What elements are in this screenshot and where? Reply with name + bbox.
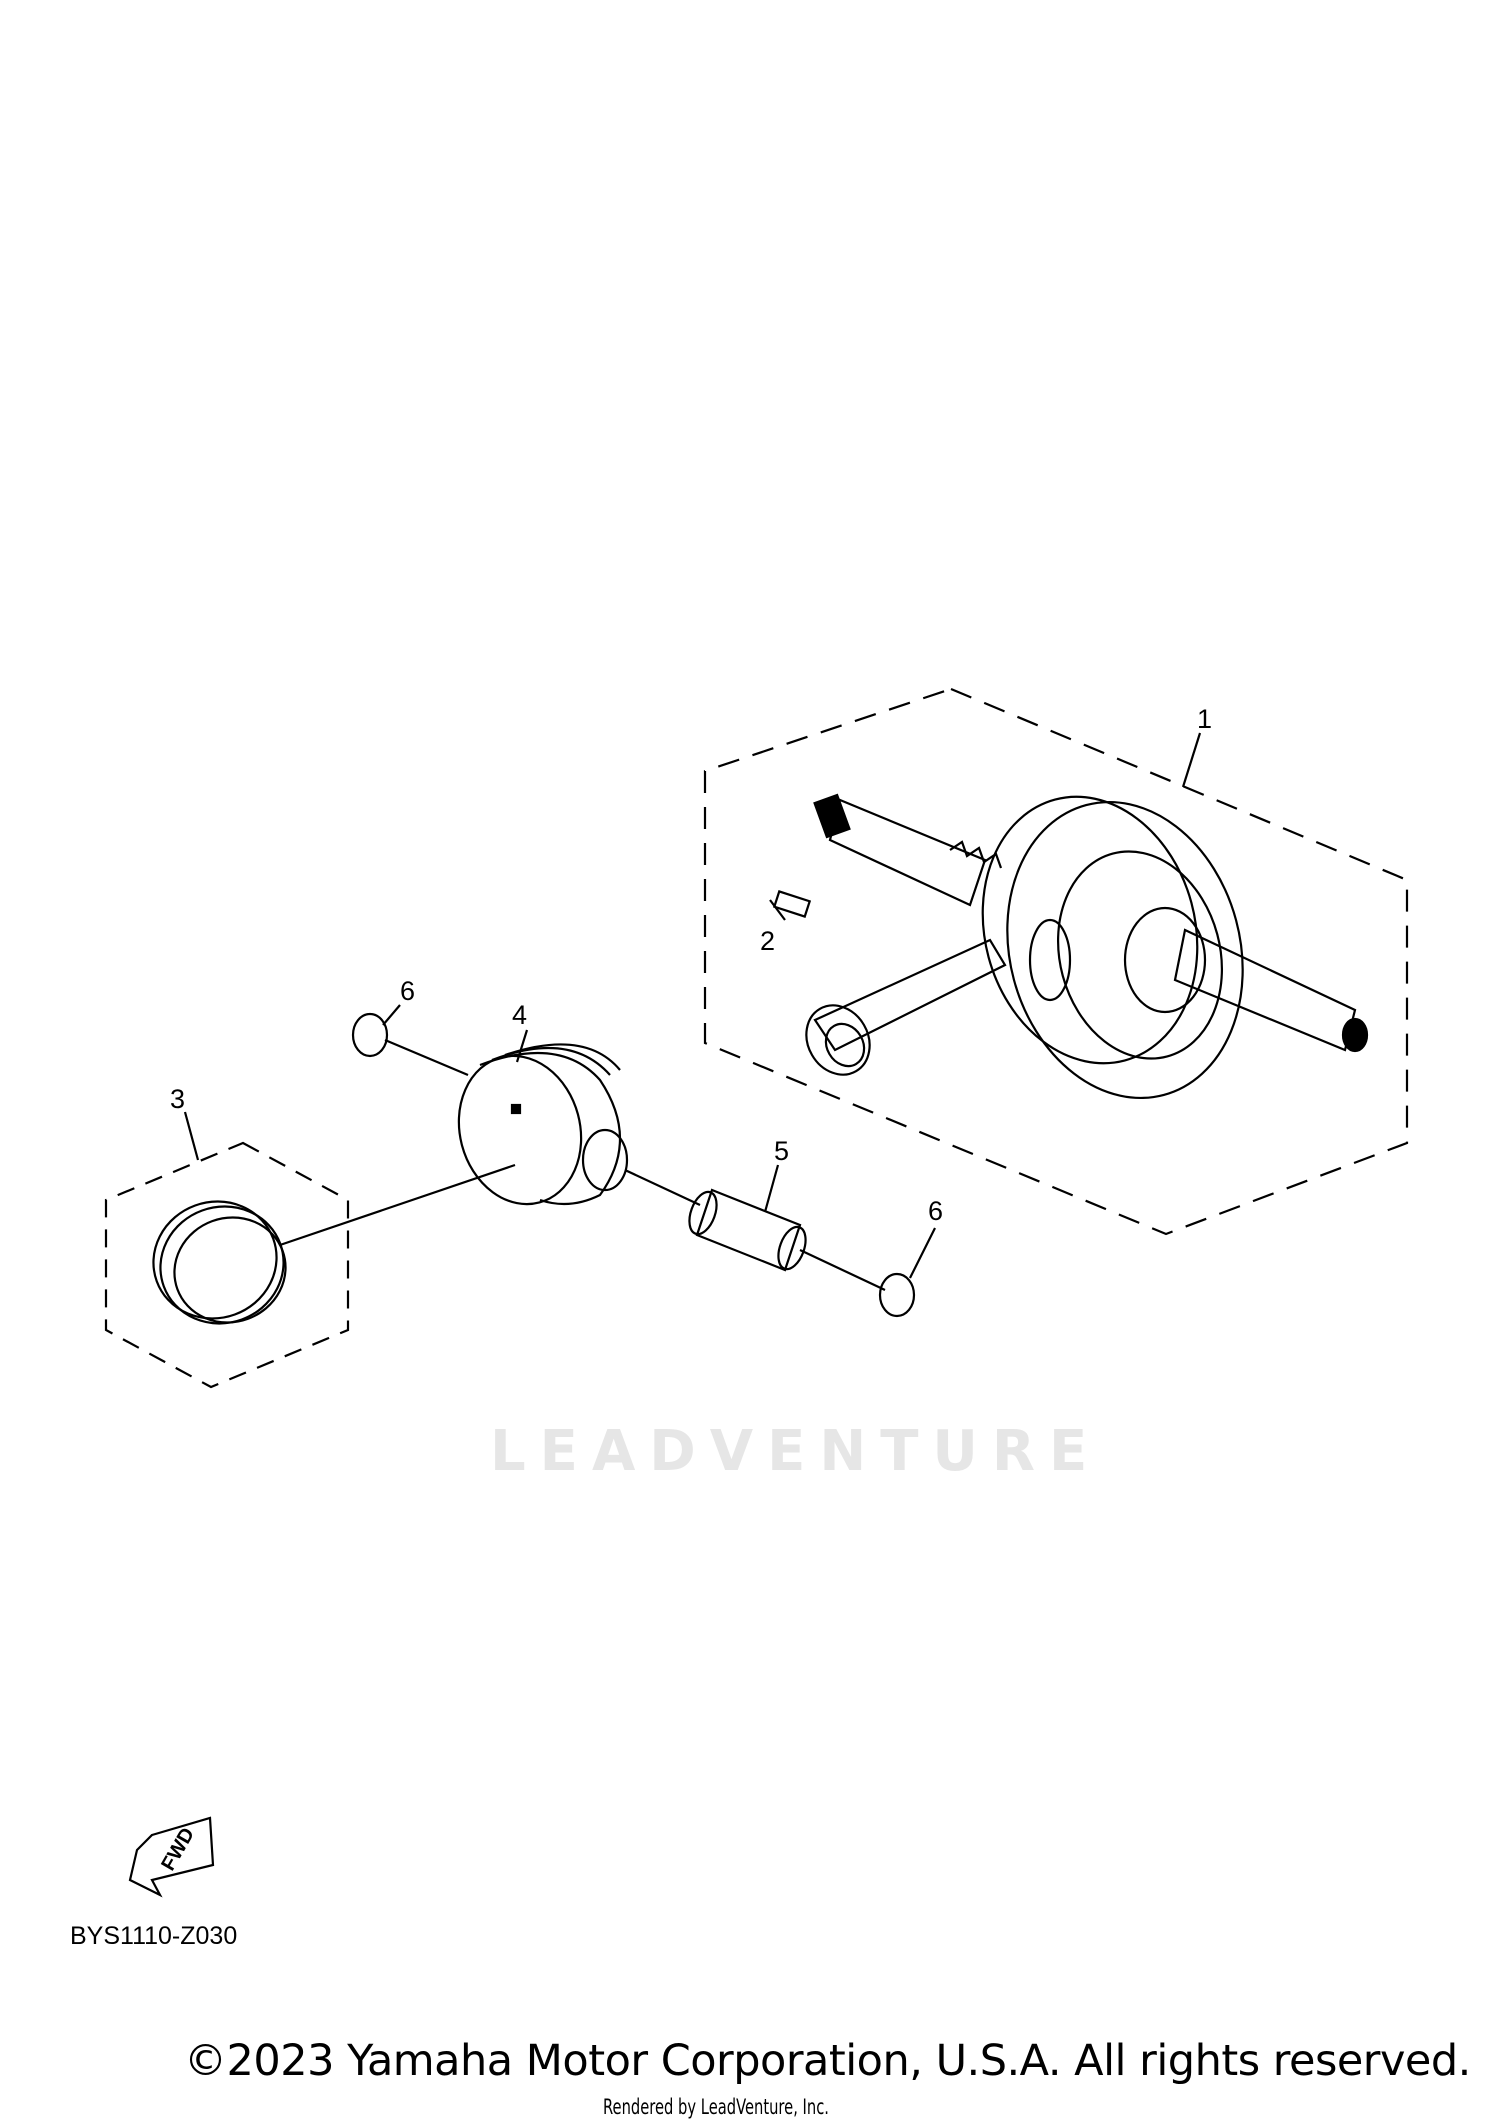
callout-3[interactable]: 3 [170,1084,185,1114]
copyright-notice: ©2023 Yamaha Motor Corporation, U.S.A. A… [184,2036,1471,2086]
piston-ring-drawing [152,1200,287,1325]
piston-pin-drawing [688,1188,807,1272]
callout-4[interactable]: 4 [512,1000,527,1030]
piston-pin-clip-drawing [878,1272,916,1318]
piston-drawing [457,1043,629,1206]
callout-6-right[interactable]: 6 [928,1196,943,1226]
woodruff-key-drawing [772,890,812,918]
callout-6-left[interactable]: 6 [400,976,415,1006]
rendered-by-notice: Rendered by LeadVenture, Inc. [603,2095,829,2119]
callout-1[interactable]: 1 [1197,704,1212,734]
leadventure-watermark: LEADVENTURE [490,1419,1102,1484]
piston-ring-group-outline [104,1141,350,1389]
drawing-code: BYS1110-Z030 [70,1922,238,1950]
callout-2[interactable]: 2 [760,926,775,956]
forward-direction-arrow-icon [128,1816,215,1898]
crankshaft-assembly-group-outline [703,687,1409,1236]
crankshaft-drawing [805,793,1369,1100]
callout-5[interactable]: 5 [774,1136,789,1166]
piston-pin-clip-drawing [351,1012,389,1058]
